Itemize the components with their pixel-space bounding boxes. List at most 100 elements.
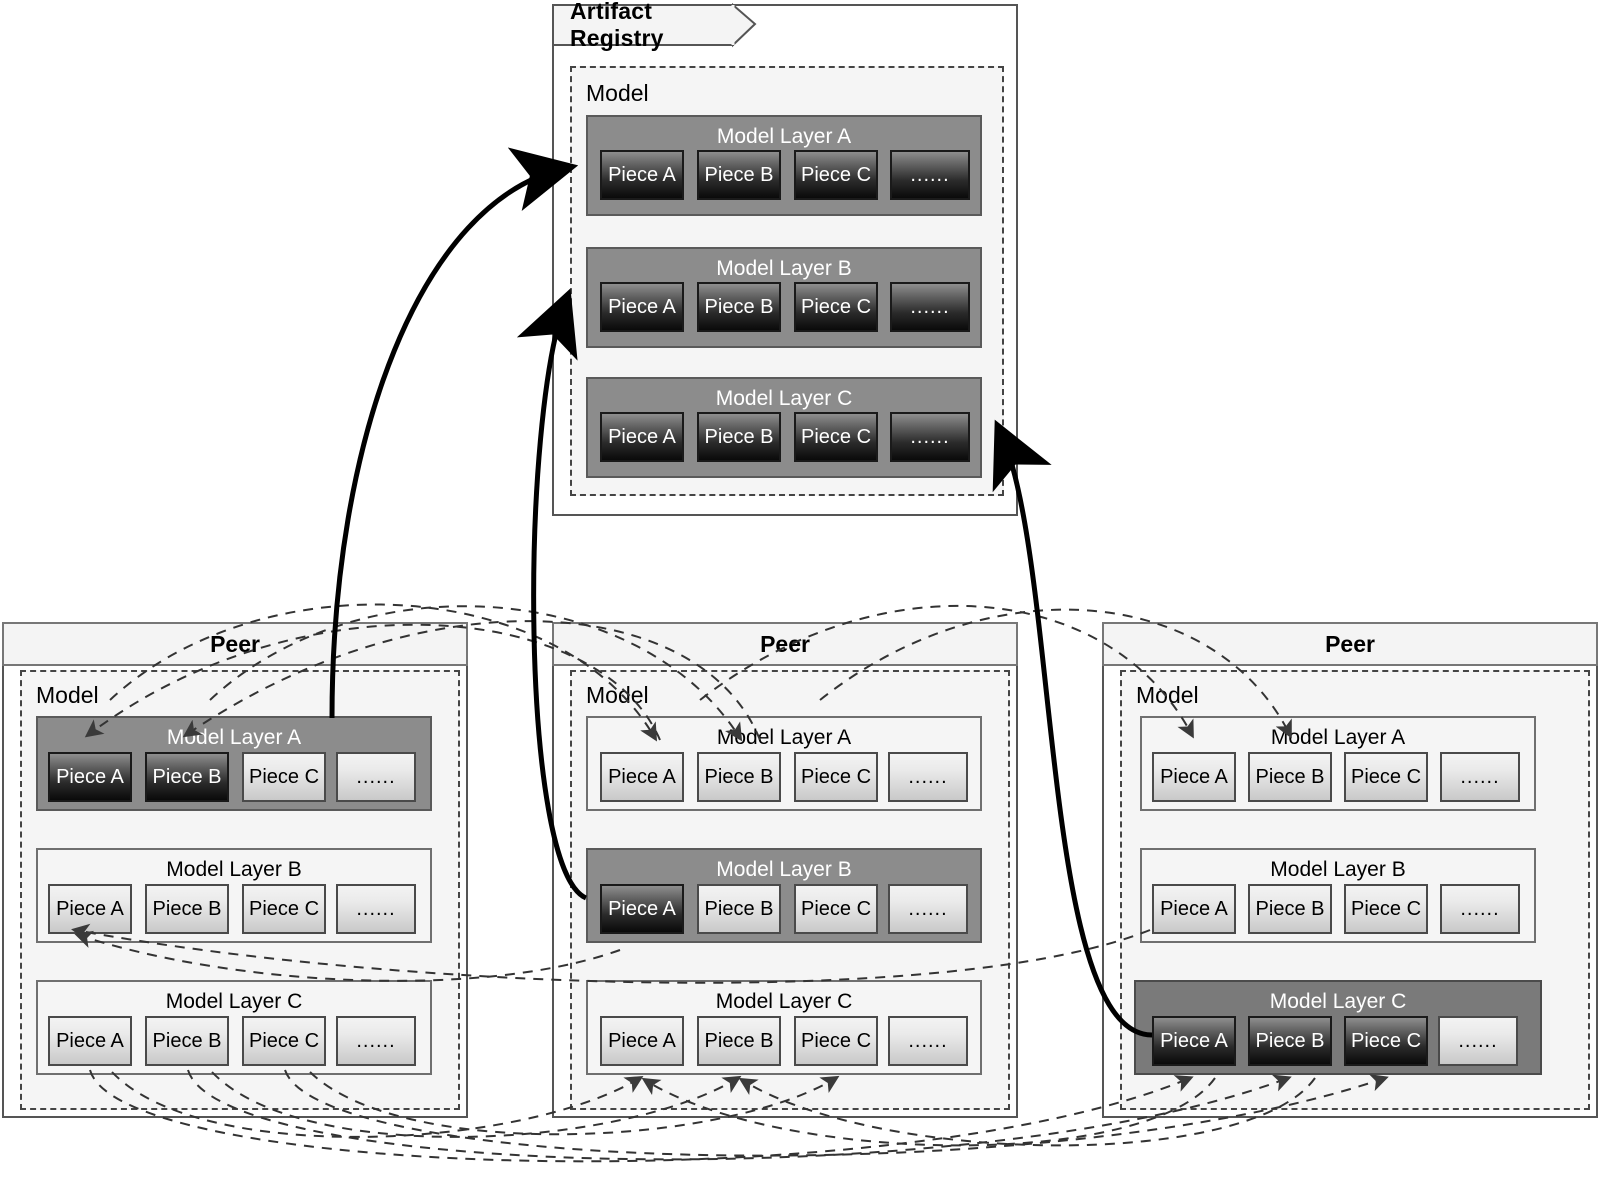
peer-1-layer-b-piece-1: Piece B: [145, 884, 229, 934]
peer-2-layer-c-piece-3: ......: [888, 1016, 968, 1066]
peer-1-layer-b-piece-3: ......: [336, 884, 416, 934]
piece-label: Piece C: [800, 1029, 872, 1052]
piece-label: Piece B: [1255, 765, 1325, 788]
peer-3-layer-a-piece-3: ......: [1440, 752, 1520, 802]
peer-2-layer-a-piece-2: Piece C: [794, 752, 878, 802]
registry-layer-c-piece-3: ......: [890, 412, 970, 462]
registry-layer-c-piece-1: Piece B: [697, 412, 781, 462]
piece-label: Piece C: [248, 765, 320, 788]
piece-label: Piece A: [608, 1029, 676, 1052]
peer-1-layer-a-title: Model Layer A: [166, 726, 302, 749]
piece-label: Piece C: [1350, 897, 1422, 920]
artifact-registry-title: Artifact Registry: [570, 0, 664, 51]
piece-label: ......: [356, 1029, 396, 1052]
peer-3-layer-b-piece-0: Piece A: [1152, 884, 1236, 934]
piece-label: Piece A: [608, 897, 676, 920]
peer-1-title: Peer: [210, 630, 260, 657]
piece-label: Piece C: [800, 163, 872, 186]
registry-layer-a-piece-3: ......: [890, 150, 970, 200]
peer-3-layer-b-title: Model Layer B: [1270, 858, 1406, 881]
peer-3-header: Peer: [1102, 622, 1598, 666]
piece-label: Piece C: [800, 897, 872, 920]
peer-2-layer-a-title: Model Layer A: [716, 726, 852, 749]
piece-label: ......: [910, 425, 950, 448]
piece-label: Piece A: [1160, 897, 1228, 920]
piece-label: Piece C: [248, 897, 320, 920]
peer-3-layer-a-piece-2: Piece C: [1344, 752, 1428, 802]
piece-label: Piece A: [1160, 1029, 1228, 1052]
peer-3-layer-c-piece-0: Piece A: [1152, 1016, 1236, 1066]
piece-label: Piece B: [152, 765, 222, 788]
peer-1-model-label: Model: [36, 682, 99, 708]
peer-1-layer-c-piece-1: Piece B: [145, 1016, 229, 1066]
piece-label: Piece C: [248, 1029, 320, 1052]
piece-label: ......: [356, 897, 396, 920]
registry-layer-c-piece-0: Piece A: [600, 412, 684, 462]
peer-2-layer-b-piece-3: ......: [888, 884, 968, 934]
piece-label: Piece B: [704, 295, 774, 318]
piece-label: ......: [1460, 765, 1500, 788]
peer-1-layer-b-title: Model Layer B: [166, 858, 302, 881]
registry-layer-a-title: Model Layer A: [716, 125, 852, 148]
peer-1-layer-c-piece-2: Piece C: [242, 1016, 326, 1066]
peer-2-model-label: Model: [586, 682, 649, 708]
peer-2-layer-c-piece-2: Piece C: [794, 1016, 878, 1066]
peer-3-layer-b-piece-1: Piece B: [1248, 884, 1332, 934]
piece-label: ......: [908, 897, 948, 920]
registry-layer-c-piece-2: Piece C: [794, 412, 878, 462]
piece-label: Piece A: [1160, 765, 1228, 788]
piece-label: Piece A: [608, 765, 676, 788]
peer-3-layer-a-title: Model Layer A: [1270, 726, 1406, 749]
artifact-registry-title-tab: Artifact Registry: [552, 0, 734, 51]
piece-label: Piece C: [800, 425, 872, 448]
peer-2-header: Peer: [552, 622, 1018, 666]
piece-label: Piece A: [608, 295, 676, 318]
peer-2-layer-c-title: Model Layer C: [715, 990, 853, 1013]
registry-layer-a-piece-0: Piece A: [600, 150, 684, 200]
peer-2-layer-b-piece-2: Piece C: [794, 884, 878, 934]
piece-label: ......: [910, 295, 950, 318]
peer-1-layer-c-piece-0: Piece A: [48, 1016, 132, 1066]
piece-label: Piece A: [608, 425, 676, 448]
piece-label: Piece A: [56, 1029, 124, 1052]
peer-2-layer-a-piece-3: ......: [888, 752, 968, 802]
piece-label: Piece B: [704, 425, 774, 448]
peer-3-layer-a-piece-0: Piece A: [1152, 752, 1236, 802]
registry-layer-b-piece-1: Piece B: [697, 282, 781, 332]
piece-label: Piece B: [1255, 1029, 1325, 1052]
piece-label: Piece B: [704, 765, 774, 788]
registry-layer-b-piece-3: ......: [890, 282, 970, 332]
piece-label: Piece B: [704, 1029, 774, 1052]
peer-1-layer-a-piece-1: Piece B: [145, 752, 229, 802]
piece-label: ......: [910, 163, 950, 186]
piece-label: Piece C: [1350, 1029, 1422, 1052]
peer-2-layer-a-piece-0: Piece A: [600, 752, 684, 802]
peer-1-layer-c-piece-3: ......: [336, 1016, 416, 1066]
piece-label: Piece B: [704, 163, 774, 186]
peer-3-layer-a-piece-1: Piece B: [1248, 752, 1332, 802]
peer-3-layer-c-piece-2: Piece C: [1344, 1016, 1428, 1066]
piece-label: Piece B: [152, 897, 222, 920]
piece-label: Piece A: [56, 765, 124, 788]
peer-1-layer-a-piece-3: ......: [336, 752, 416, 802]
piece-label: Piece C: [1350, 765, 1422, 788]
piece-label: ......: [356, 765, 396, 788]
registry-layer-b-piece-0: Piece A: [600, 282, 684, 332]
piece-label: ......: [908, 1029, 948, 1052]
peer-1-layer-b-piece-0: Piece A: [48, 884, 132, 934]
piece-label: Piece B: [1255, 897, 1325, 920]
piece-label: ......: [908, 765, 948, 788]
piece-label: Piece B: [704, 897, 774, 920]
registry-layer-c-title: Model Layer C: [715, 387, 853, 410]
registry-layer-b-piece-2: Piece C: [794, 282, 878, 332]
peer-1-layer-a-piece-0: Piece A: [48, 752, 132, 802]
piece-label: Piece C: [800, 295, 872, 318]
piece-label: Piece A: [608, 163, 676, 186]
peer-1-header: Peer: [2, 622, 468, 666]
peer-2-layer-b-piece-1: Piece B: [697, 884, 781, 934]
piece-label: Piece B: [152, 1029, 222, 1052]
peer-1-layer-a-piece-2: Piece C: [242, 752, 326, 802]
peer-3-layer-b-piece-3: ......: [1440, 884, 1520, 934]
peer-2-layer-b-piece-0: Piece A: [600, 884, 684, 934]
